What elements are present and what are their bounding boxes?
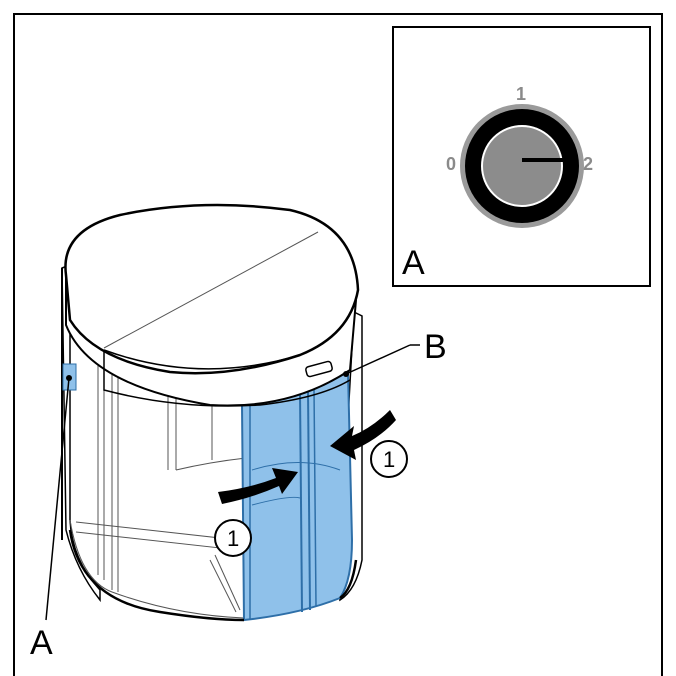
floor-ring-right xyxy=(339,559,358,600)
svg-text:1: 1 xyxy=(227,526,239,551)
door-wing-mullion xyxy=(313,387,317,607)
leader-dot-a xyxy=(66,375,72,381)
leader-dot-b xyxy=(343,371,349,377)
revolving-door xyxy=(61,203,363,622)
canopy-sensor xyxy=(305,360,333,378)
door-wing-mullion xyxy=(299,391,303,613)
step-marker-left: 1 xyxy=(214,519,252,557)
switch-position-2: 2 xyxy=(583,154,593,174)
door-wing-panel xyxy=(240,370,354,622)
switch-position-0: 0 xyxy=(446,154,456,174)
door-wing-floor-curve xyxy=(251,496,301,506)
rotation-arrow-left-icon xyxy=(218,468,298,504)
callout-a: A xyxy=(30,624,53,662)
inset-label: A xyxy=(402,244,425,282)
inset-panel: 0 1 2 A xyxy=(392,26,651,287)
door-wing-highlight xyxy=(240,370,354,622)
door-wing-mullion xyxy=(307,389,311,611)
key-switch-knob xyxy=(481,125,563,207)
canopy-seam xyxy=(103,231,319,349)
floor-ring xyxy=(68,529,245,622)
callout-b: B xyxy=(424,328,447,366)
rotation-arrow-right-icon xyxy=(330,410,396,460)
door-wing-floor-curve xyxy=(251,462,341,471)
leader-line-b xyxy=(345,344,411,375)
svg-text:1: 1 xyxy=(383,447,395,472)
canopy-band-lower xyxy=(103,350,351,407)
step-marker-right: 1 xyxy=(370,440,408,478)
canopy-front-edge xyxy=(103,349,301,370)
diagram-frame xyxy=(13,13,663,676)
leader-line-a xyxy=(45,377,70,621)
switch-position-1: 1 xyxy=(516,84,526,104)
